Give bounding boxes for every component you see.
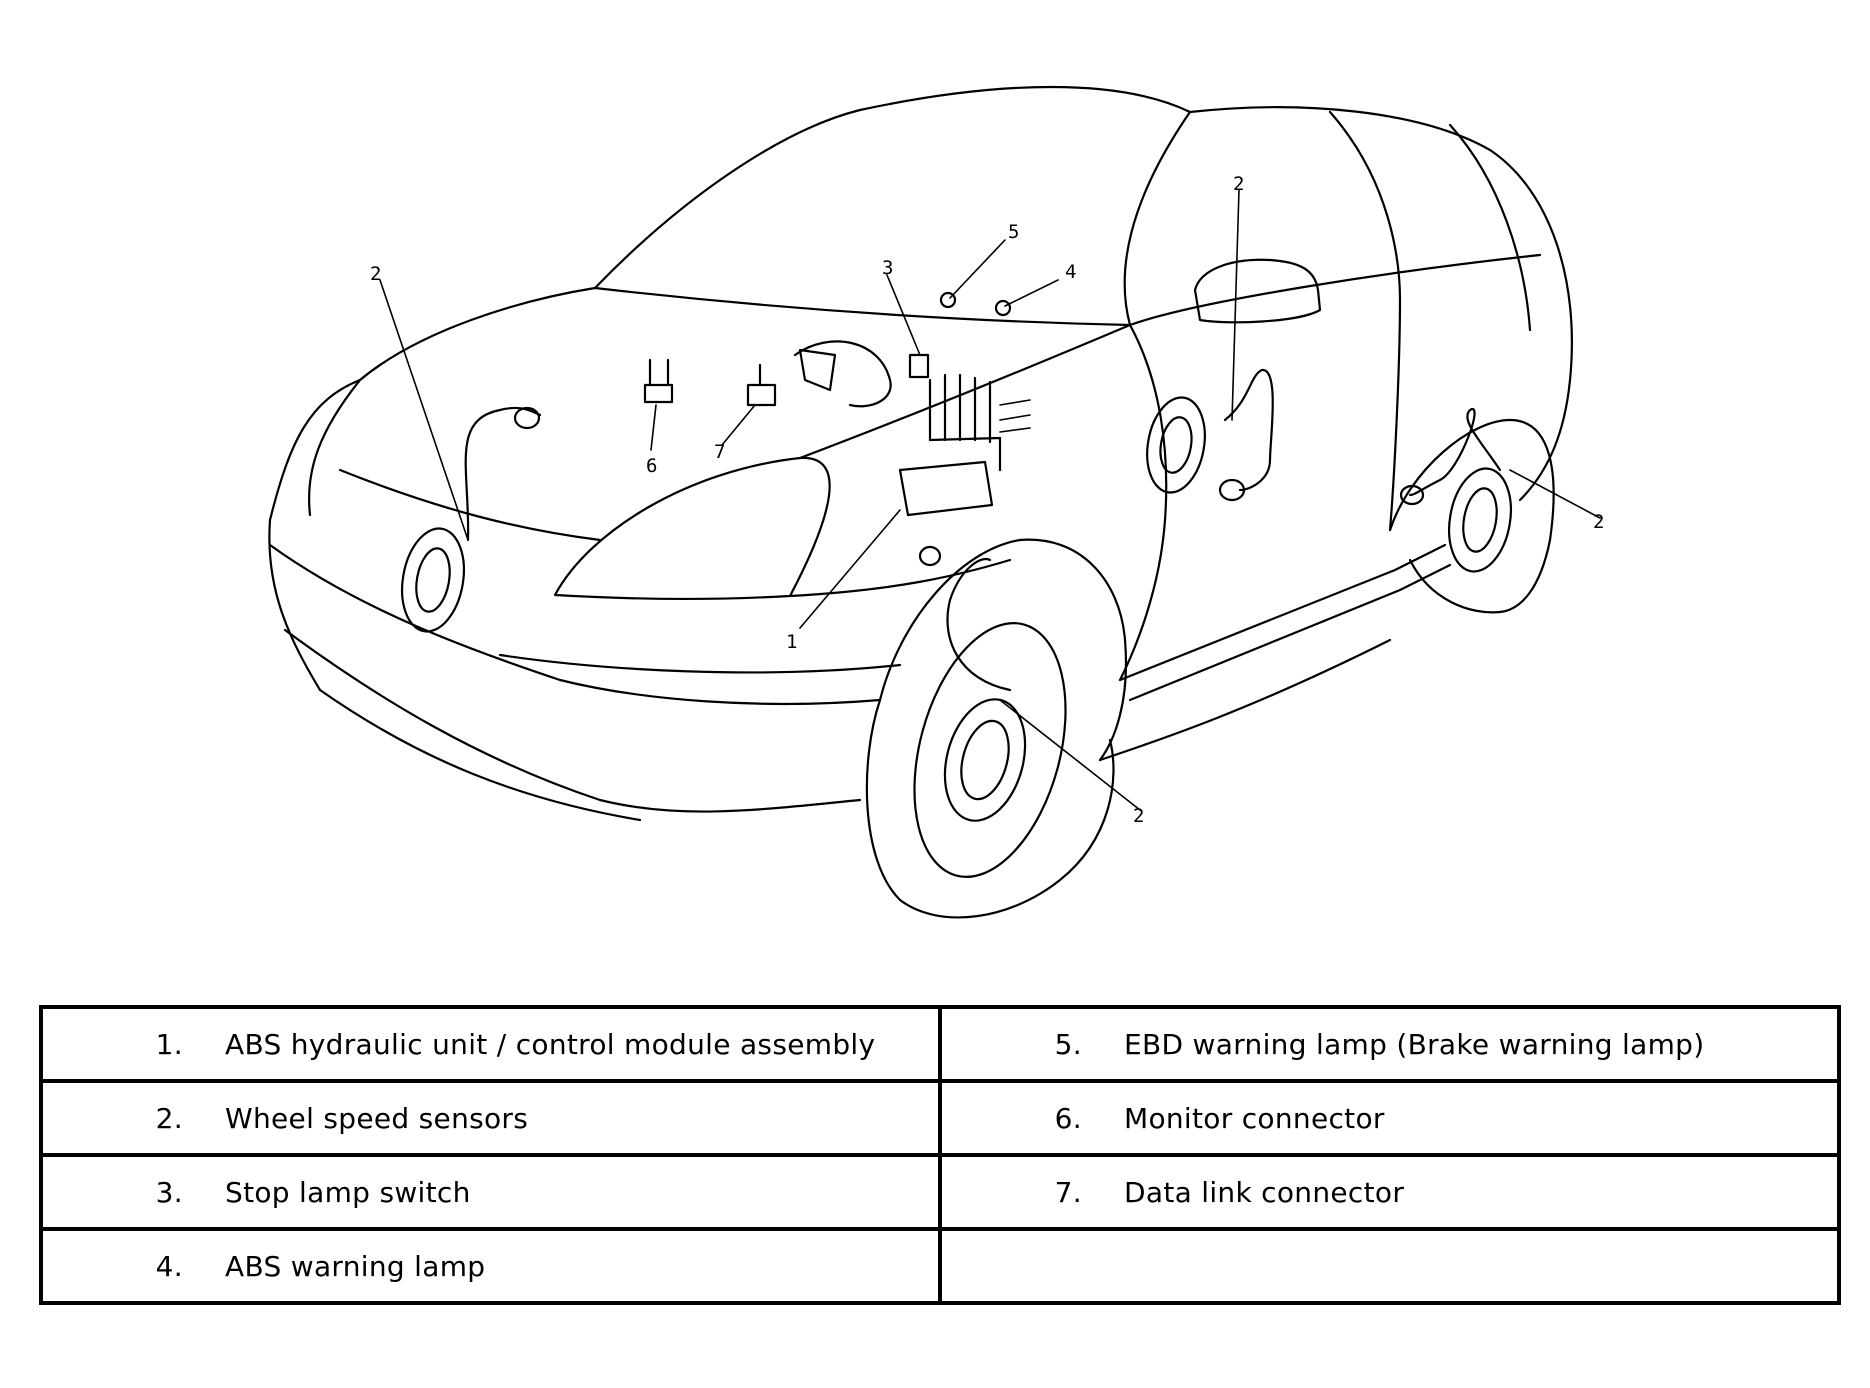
legend-label: EBD warning lamp (Brake warning lamp) — [1124, 1027, 1705, 1061]
sensor-harnesses — [464, 368, 1502, 692]
legend-row: 4. ABS warning lamp — [39, 1227, 1841, 1305]
callout-abs-warning-lamp: 4 — [1065, 261, 1076, 283]
legend-cell: 6. Monitor connector — [938, 1079, 1841, 1157]
legend-label: Monitor connector — [1124, 1101, 1385, 1135]
legend-cell-empty — [938, 1227, 1841, 1305]
brake-pedal-assembly — [793, 340, 930, 408]
legend-number: 6. — [1054, 1101, 1082, 1135]
callout-labels: 2 1 3 4 5 6 7 2 2 2 — [370, 173, 1604, 827]
callout-monitor-connector: 6 — [646, 455, 657, 477]
front-left-wheel — [865, 622, 1115, 919]
legend-number: 4. — [155, 1249, 183, 1283]
legend-number: 2. — [155, 1101, 183, 1135]
legend-number: 1. — [155, 1027, 183, 1061]
abs-component-location-diagram: 2 1 3 4 5 6 7 2 2 2 — [268, 85, 1604, 919]
legend-table: 1. ABS hydraulic unit / control module as… — [39, 1005, 1841, 1305]
legend-label: Wheel speed sensors — [225, 1101, 529, 1135]
legend-number: 5. — [1054, 1027, 1082, 1061]
legend-label: ABS hydraulic unit / control module asse… — [225, 1027, 876, 1061]
legend-label: Stop lamp switch — [225, 1175, 471, 1209]
rear-left-tone-ring — [1146, 396, 1206, 494]
front-left-tone-ring — [943, 698, 1027, 822]
callout-front-left-sensor: 2 — [1133, 805, 1144, 827]
car-body-outline — [268, 85, 1573, 822]
legend-row: 1. ABS hydraulic unit / control module as… — [39, 1005, 1841, 1083]
legend-label: ABS warning lamp — [225, 1249, 486, 1283]
legend-row: 2. Wheel speed sensors 6. Monitor connecto… — [39, 1079, 1841, 1157]
legend-number: 7. — [1054, 1175, 1082, 1209]
legend-row: 3. Stop lamp switch 7. Data link connector — [39, 1153, 1841, 1231]
front-right-tone-ring — [401, 527, 465, 633]
callout-front-right-sensor: 2 — [370, 263, 381, 285]
callout-rear-left-sensor: 2 — [1233, 173, 1244, 195]
callout-rear-right-sensor: 2 — [1593, 511, 1604, 533]
callout-stop-lamp-switch: 3 — [882, 257, 893, 279]
legend-cell: 1. ABS hydraulic unit / control module as… — [39, 1005, 942, 1083]
callout-ebd-warning-lamp: 5 — [1008, 221, 1019, 243]
legend-cell: 2. Wheel speed sensors — [39, 1079, 942, 1157]
connector-icons — [643, 358, 777, 407]
legend-cell: 4. ABS warning lamp — [39, 1227, 942, 1305]
rear-right-tone-ring — [1448, 467, 1512, 573]
abs-hydraulic-unit — [898, 373, 1031, 517]
legend-cell: 7. Data link connector — [938, 1153, 1841, 1231]
legend-number: 3. — [155, 1175, 183, 1209]
legend-label: Data link connector — [1124, 1175, 1405, 1209]
leader-lines — [379, 189, 1601, 811]
legend-cell: 5. EBD warning lamp (Brake warning lamp) — [938, 1005, 1841, 1083]
legend-cell: 3. Stop lamp switch — [39, 1153, 942, 1231]
warning-lamp-icons — [939, 291, 1012, 317]
callout-hydraulic-unit: 1 — [786, 631, 797, 653]
callout-data-link-connector: 7 — [714, 441, 725, 463]
